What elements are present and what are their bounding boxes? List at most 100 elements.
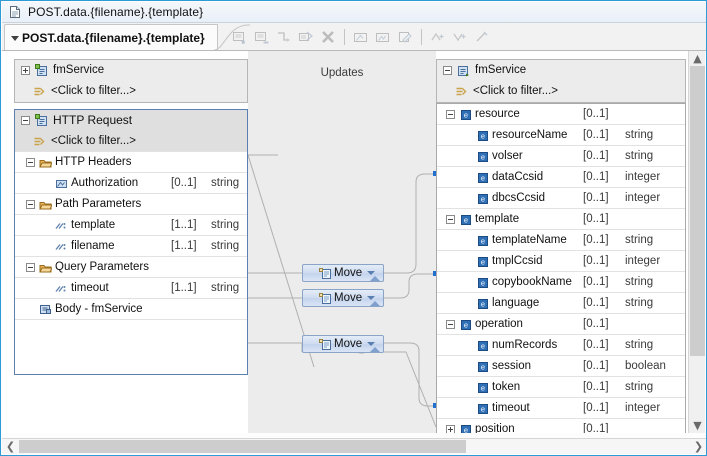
add-branch-icon[interactable] xyxy=(274,27,294,47)
source-root-filter-row[interactable]: <Click to filter...> xyxy=(15,81,247,102)
source-root-row[interactable]: fmService xyxy=(15,60,247,81)
tree-row[interactable]: filename[1..1]string xyxy=(15,236,247,257)
chevron-down-icon[interactable] xyxy=(367,271,376,275)
delete-mapping-icon[interactable] xyxy=(318,27,338,47)
expander-minus-icon[interactable] xyxy=(26,263,35,272)
chevron-down-icon[interactable]: ▼ xyxy=(693,419,702,432)
tree-row[interactable]: Path Parameters xyxy=(15,194,247,215)
target-root-filter-row[interactable]: <Click to filter...> xyxy=(437,81,685,102)
cardinality-value: [0..1] xyxy=(583,150,609,162)
add-assign-icon[interactable] xyxy=(252,27,272,47)
chevron-down-icon[interactable] xyxy=(367,342,376,346)
mapping-canvas[interactable]: Updates xyxy=(2,51,690,433)
datatype-value: string xyxy=(625,150,654,162)
resize-grip-icon[interactable] xyxy=(370,301,380,306)
ungroup-icon[interactable] xyxy=(373,27,393,47)
chevron-left-icon[interactable]: ❮ xyxy=(5,440,16,453)
filter-icon[interactable] xyxy=(33,85,46,98)
folder-icon xyxy=(39,198,52,211)
move-transform-label: Move xyxy=(334,338,363,350)
add-move-icon[interactable] xyxy=(230,27,250,47)
tree-row[interactable]: template[1..1]string xyxy=(15,215,247,236)
expander-plus-icon[interactable] xyxy=(446,425,455,433)
move-transform-box[interactable]: Move xyxy=(302,289,384,307)
tree-row[interactable]: Query Parameters xyxy=(15,257,247,278)
expander-minus-icon[interactable] xyxy=(446,215,455,224)
move-transform-label: Move xyxy=(334,292,363,304)
sort-descending-icon[interactable] xyxy=(450,27,470,47)
datatype-value: string xyxy=(625,339,654,351)
horizontal-scrollbar[interactable]: ❮ ❯ xyxy=(2,438,706,454)
tree-row-label: language xyxy=(492,297,540,309)
move-transform-box[interactable]: Move xyxy=(302,335,384,353)
expander-minus-icon[interactable] xyxy=(26,158,35,167)
tree-row[interactable]: Authorization[0..1]string xyxy=(15,173,247,194)
tree-row[interactable]: Body - fmService xyxy=(15,299,247,320)
svg-text:e: e xyxy=(464,426,468,433)
expander-minus-icon[interactable] xyxy=(21,116,30,125)
cardinality-value: [1..1] xyxy=(171,282,197,294)
target-root-row[interactable]: fmService xyxy=(437,60,685,81)
move-transform-box[interactable]: Move xyxy=(302,264,384,282)
cardinality-value: [1..1] xyxy=(171,219,197,231)
expander-plus-icon[interactable] xyxy=(21,66,30,75)
target-root-panel[interactable]: fmService <Click to filter...> xyxy=(436,59,686,103)
expander-minus-icon[interactable] xyxy=(26,200,35,209)
sort-ascending-icon[interactable] xyxy=(428,27,448,47)
tree-row[interactable]: HTTP Headers xyxy=(15,152,247,173)
chevron-down-icon[interactable] xyxy=(367,296,376,300)
tree-row[interactable]: timeout[1..1]string xyxy=(15,278,247,299)
expander-minus-icon[interactable] xyxy=(446,110,455,119)
expander-minus-icon[interactable] xyxy=(443,66,452,75)
element-icon: e xyxy=(476,192,489,205)
editor-title-bar: POST.data.{filename}.{template} xyxy=(2,2,706,23)
edit-expression-icon[interactable] xyxy=(395,27,415,47)
element-icon: e xyxy=(476,339,489,352)
chevron-up-icon[interactable]: ▲ xyxy=(693,52,702,65)
resize-grip-icon[interactable] xyxy=(370,347,380,352)
source-root-panel[interactable]: fmService <Click to filter...> xyxy=(14,59,248,103)
source-tree-panel[interactable]: HTTP Request <Click to filter...> HTTP H… xyxy=(14,109,248,375)
chevron-right-icon[interactable]: ❯ xyxy=(693,440,704,453)
filter-icon[interactable] xyxy=(455,85,468,98)
add-convert-icon[interactable] xyxy=(296,27,316,47)
move-transform-label: Move xyxy=(334,267,363,279)
expander-minus-icon[interactable] xyxy=(446,320,455,329)
tab-mapping[interactable]: POST.data.{filename}.{template} xyxy=(4,24,218,50)
triangle-down-icon[interactable] xyxy=(11,36,19,41)
group-icon[interactable] xyxy=(351,27,371,47)
cardinality-value: [0..1] xyxy=(583,171,609,183)
tree-row-label: HTTP Headers xyxy=(55,156,132,168)
filter-icon[interactable] xyxy=(33,135,46,148)
tab-strip: POST.data.{filename}.{template} xyxy=(2,23,706,51)
source-tree-title-row[interactable]: HTTP Request xyxy=(15,110,247,131)
cardinality-value: [0..1] xyxy=(583,381,609,393)
vertical-scrollbar[interactable]: ▲ ▼ xyxy=(688,51,705,433)
resize-grip-icon[interactable] xyxy=(370,276,380,281)
tree-row-label: tmplCcsid xyxy=(492,255,543,267)
horizontal-scrollbar-thumb[interactable] xyxy=(19,440,466,453)
vertical-scrollbar-thumb[interactable] xyxy=(690,66,705,356)
move-transform-icon xyxy=(319,292,332,305)
auto-map-icon[interactable] xyxy=(472,27,492,47)
source-tree-filter-row[interactable]: <Click to filter...> xyxy=(15,131,247,152)
